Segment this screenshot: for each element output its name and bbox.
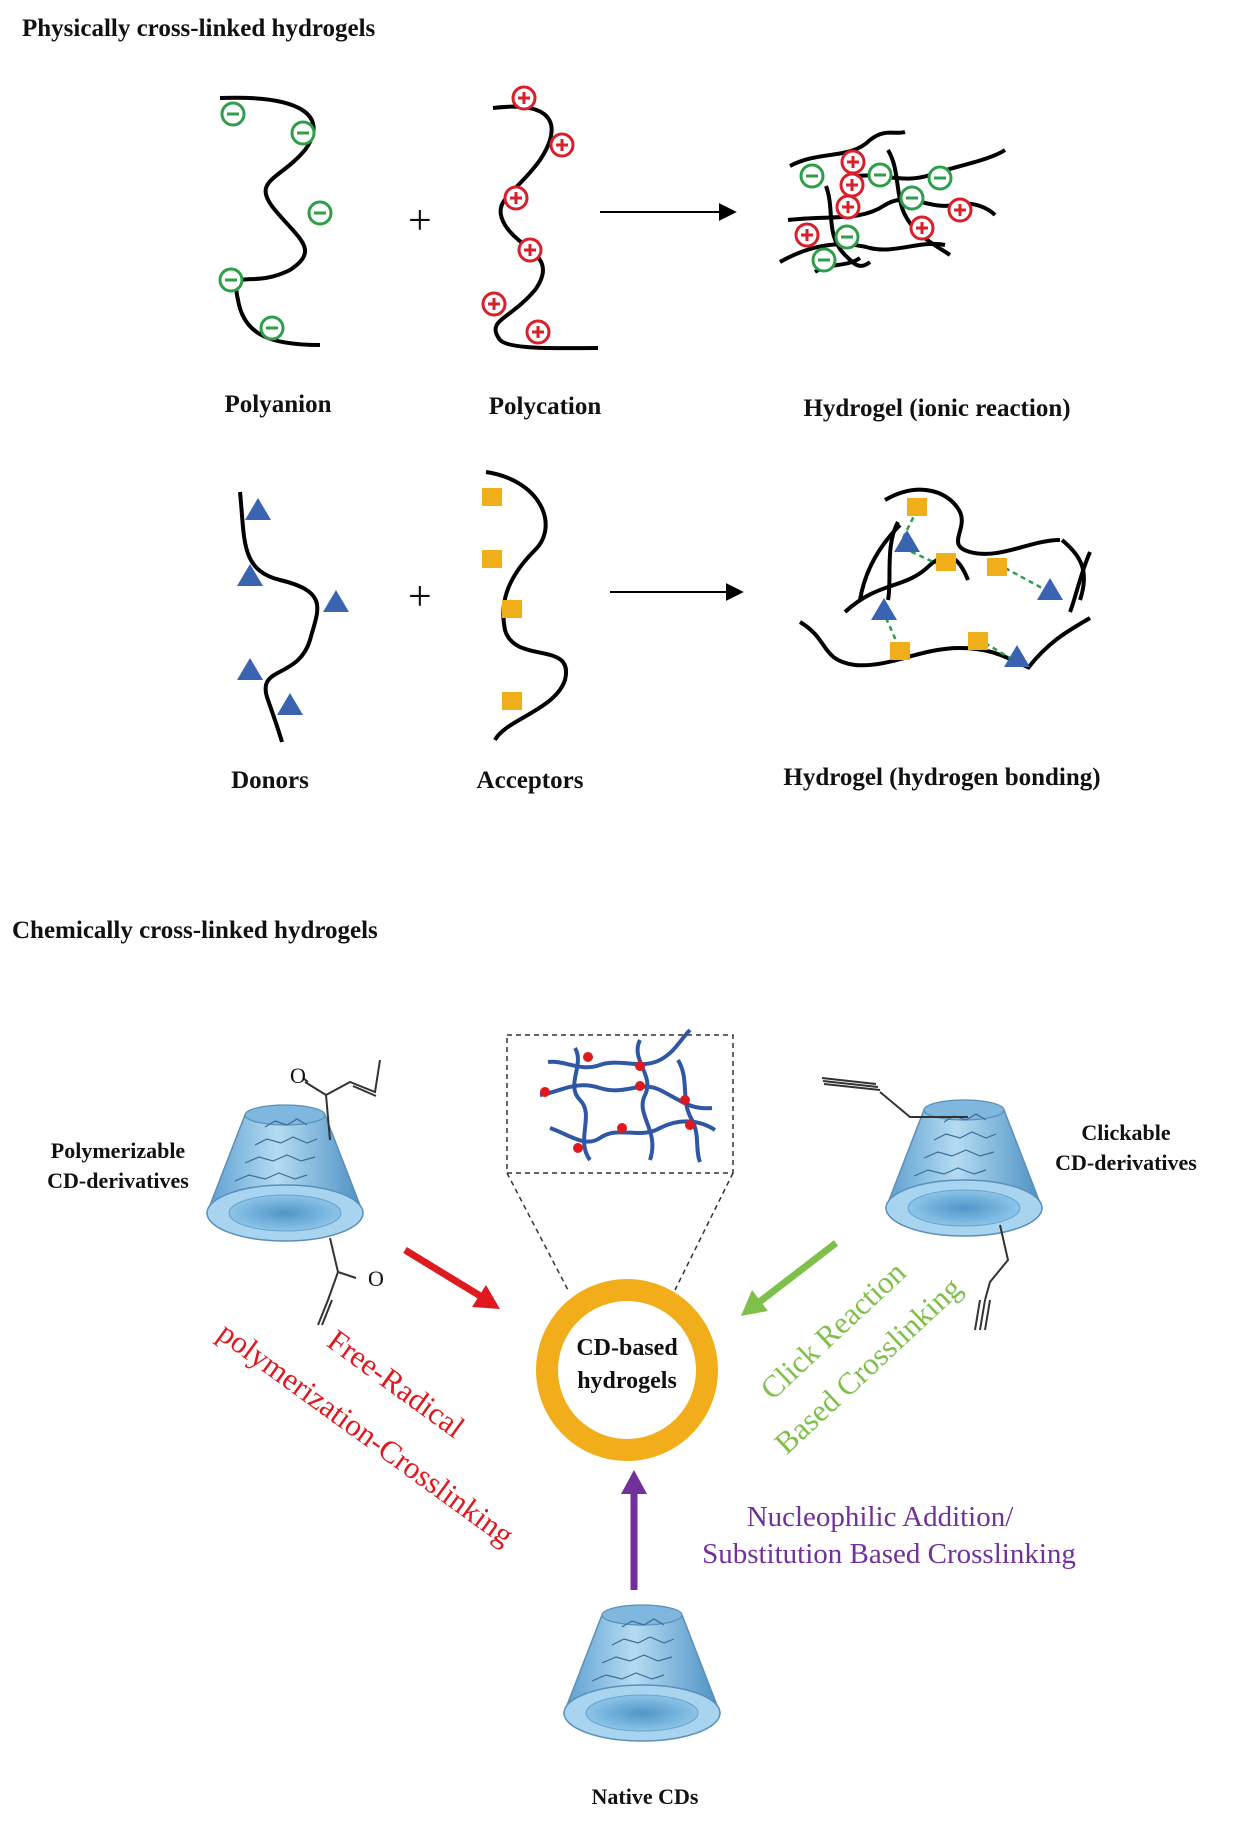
cation-icon bbox=[839, 172, 865, 198]
donors-chain bbox=[237, 491, 349, 743]
donor-triangle-icon bbox=[237, 564, 263, 586]
donor-triangle-icon bbox=[1037, 578, 1063, 600]
polymerizable-label-line1: Polymerizable bbox=[51, 1138, 186, 1163]
acceptors-label: Acceptors bbox=[477, 767, 584, 794]
click-arrow bbox=[741, 1240, 839, 1316]
clickable-label-line2: CD-derivatives bbox=[1055, 1150, 1197, 1175]
cation-icon bbox=[517, 237, 543, 263]
cation-icon bbox=[503, 185, 529, 211]
polycation-label: Polycation bbox=[489, 393, 602, 420]
center-label-line2: hydrogels bbox=[577, 1368, 677, 1394]
donors-label: Donors bbox=[231, 767, 309, 794]
acceptor-square-icon bbox=[987, 558, 1007, 576]
anion-icon bbox=[927, 165, 953, 191]
cation-icon bbox=[481, 291, 507, 317]
anion-icon bbox=[220, 101, 246, 127]
acceptor-square-icon bbox=[936, 553, 956, 571]
physical-heading: Physically cross-linked hydrogels bbox=[22, 15, 376, 42]
cation-icon bbox=[794, 222, 820, 248]
center-label-line1: CD-based bbox=[576, 1335, 678, 1361]
cation-icon bbox=[947, 197, 973, 223]
cation-icon bbox=[835, 194, 861, 220]
oxygen-label-bottom: O bbox=[368, 1266, 384, 1291]
cation-icon bbox=[549, 132, 575, 158]
polycation-chain bbox=[481, 85, 599, 351]
ionic-plus: + bbox=[408, 198, 432, 244]
anion-icon bbox=[899, 185, 925, 211]
cation-icon bbox=[525, 319, 551, 345]
native-cd-label: Native CDs bbox=[592, 1784, 699, 1809]
hbond-hydrogel-network bbox=[798, 487, 1092, 670]
polymerizable-label-line2: CD-derivatives bbox=[47, 1168, 189, 1193]
ionic-hydrogel-label: Hydrogel (ionic reaction) bbox=[803, 395, 1070, 422]
polyanion-label: Polyanion bbox=[225, 391, 332, 418]
donor-triangle-icon bbox=[894, 530, 920, 552]
anion-icon bbox=[218, 267, 244, 293]
anion-icon bbox=[811, 247, 837, 273]
network-zoom-box bbox=[506, 1028, 734, 1291]
anion-icon bbox=[799, 163, 825, 189]
nucleophilic-label-line2: Substitution Based Crosslinking bbox=[702, 1538, 1076, 1570]
acceptor-square-icon bbox=[482, 488, 502, 506]
native-cd-molecule bbox=[563, 1604, 721, 1742]
anion-icon bbox=[307, 200, 333, 226]
hbond-plus: + bbox=[408, 574, 432, 620]
oxygen-label-top: O bbox=[290, 1063, 306, 1088]
donor-triangle-icon bbox=[245, 498, 271, 520]
anion-icon bbox=[834, 224, 860, 250]
cd-hydrogel-ring bbox=[536, 1279, 718, 1461]
cation-icon bbox=[909, 215, 935, 241]
anion-icon bbox=[867, 162, 893, 188]
acceptor-square-icon bbox=[482, 550, 502, 568]
donor-triangle-icon bbox=[1004, 645, 1030, 667]
donor-triangle-icon bbox=[323, 590, 349, 612]
acceptor-square-icon bbox=[502, 692, 522, 710]
nucleophilic-arrow bbox=[621, 1470, 647, 1590]
polyanion-chain bbox=[218, 95, 333, 347]
cation-icon bbox=[511, 85, 537, 111]
acceptors-chain bbox=[482, 470, 569, 742]
ionic-hydrogel-network bbox=[779, 130, 1007, 274]
acceptor-square-icon bbox=[968, 632, 988, 650]
free-radical-arrow bbox=[403, 1247, 500, 1309]
clickable-label-line1: Clickable bbox=[1081, 1120, 1170, 1145]
clickable-cd-molecule bbox=[821, 1077, 1043, 1331]
hbond-hydrogel-label: Hydrogel (hydrogen bonding) bbox=[783, 764, 1100, 791]
chemical-heading: Chemically cross-linked hydrogels bbox=[12, 917, 378, 944]
nucleophilic-label-line1: Nucleophilic Addition/ bbox=[747, 1501, 1015, 1533]
anion-icon bbox=[290, 120, 316, 146]
cation-icon bbox=[840, 149, 866, 175]
donor-triangle-icon bbox=[277, 693, 303, 715]
anion-icon bbox=[259, 315, 285, 341]
acceptor-square-icon bbox=[907, 498, 927, 516]
donor-triangle-icon bbox=[871, 598, 897, 620]
acceptor-square-icon bbox=[502, 600, 522, 618]
polymerizable-cd-molecule bbox=[206, 1059, 381, 1326]
acceptor-square-icon bbox=[890, 642, 910, 660]
donor-triangle-icon bbox=[237, 658, 263, 680]
